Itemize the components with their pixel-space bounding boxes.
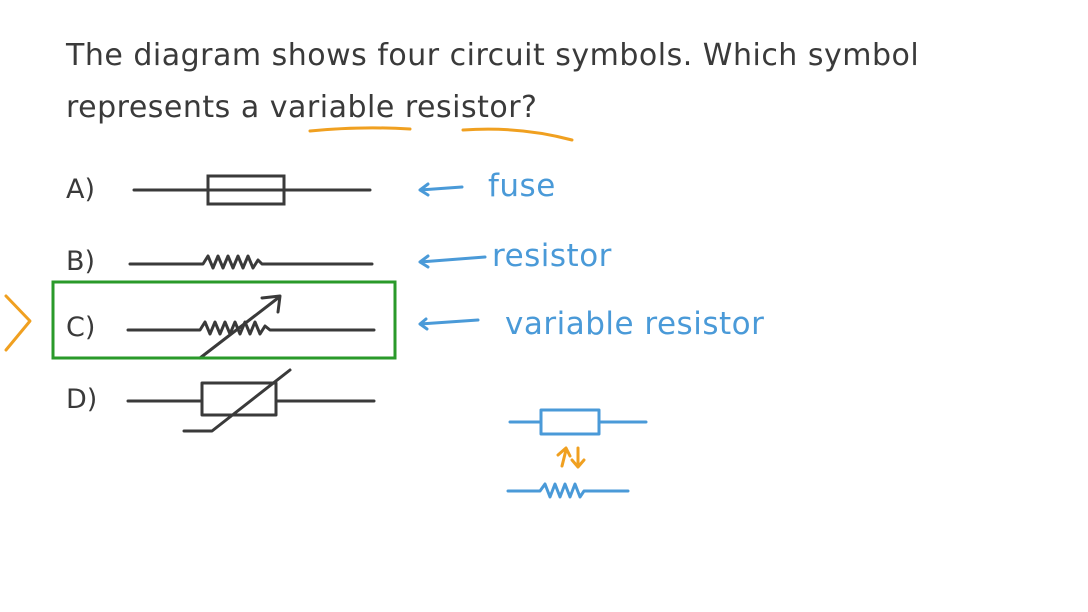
note-fuse: fuse: [488, 168, 556, 204]
underline-resistor: [461, 127, 574, 142]
blue-equivalence-sketch: [506, 408, 648, 499]
thermistor-symbol: [126, 368, 376, 433]
question-text-prefix: represents a: [66, 90, 260, 125]
arrow-fuse-icon: [418, 182, 464, 197]
question-mark: ?: [521, 90, 538, 125]
option-label-d: D): [66, 384, 98, 415]
question-line-1: The diagram shows four circuit symbols. …: [66, 38, 920, 73]
note-resistor: resistor: [492, 238, 612, 274]
fuse-symbol: [132, 174, 372, 206]
swap-arrows-icon: [556, 446, 586, 469]
question-keyword-resistor: resistor: [404, 90, 522, 125]
answer-chevron: [4, 294, 32, 352]
underline-variable: [308, 126, 412, 133]
arrow-icons: [418, 182, 487, 331]
question-keyword-variable: variable: [269, 90, 395, 125]
option-label-b: B): [66, 246, 96, 277]
variable-resistor-symbol: [126, 294, 376, 360]
option-label-a: A): [66, 174, 96, 205]
blue-zigzag-resistor-icon: [506, 482, 630, 499]
note-variable-resistor: variable resistor: [505, 306, 765, 342]
resistor-symbol: [128, 254, 374, 270]
blue-box-resistor-icon: [539, 408, 601, 436]
question-line-2: represents a variable resistor?: [66, 90, 537, 125]
arrow-resistor-icon: [418, 254, 487, 269]
option-label-c: C): [66, 312, 96, 343]
answer-highlight-box: [51, 280, 397, 360]
arrow-variable-resistor-icon: [418, 317, 480, 331]
